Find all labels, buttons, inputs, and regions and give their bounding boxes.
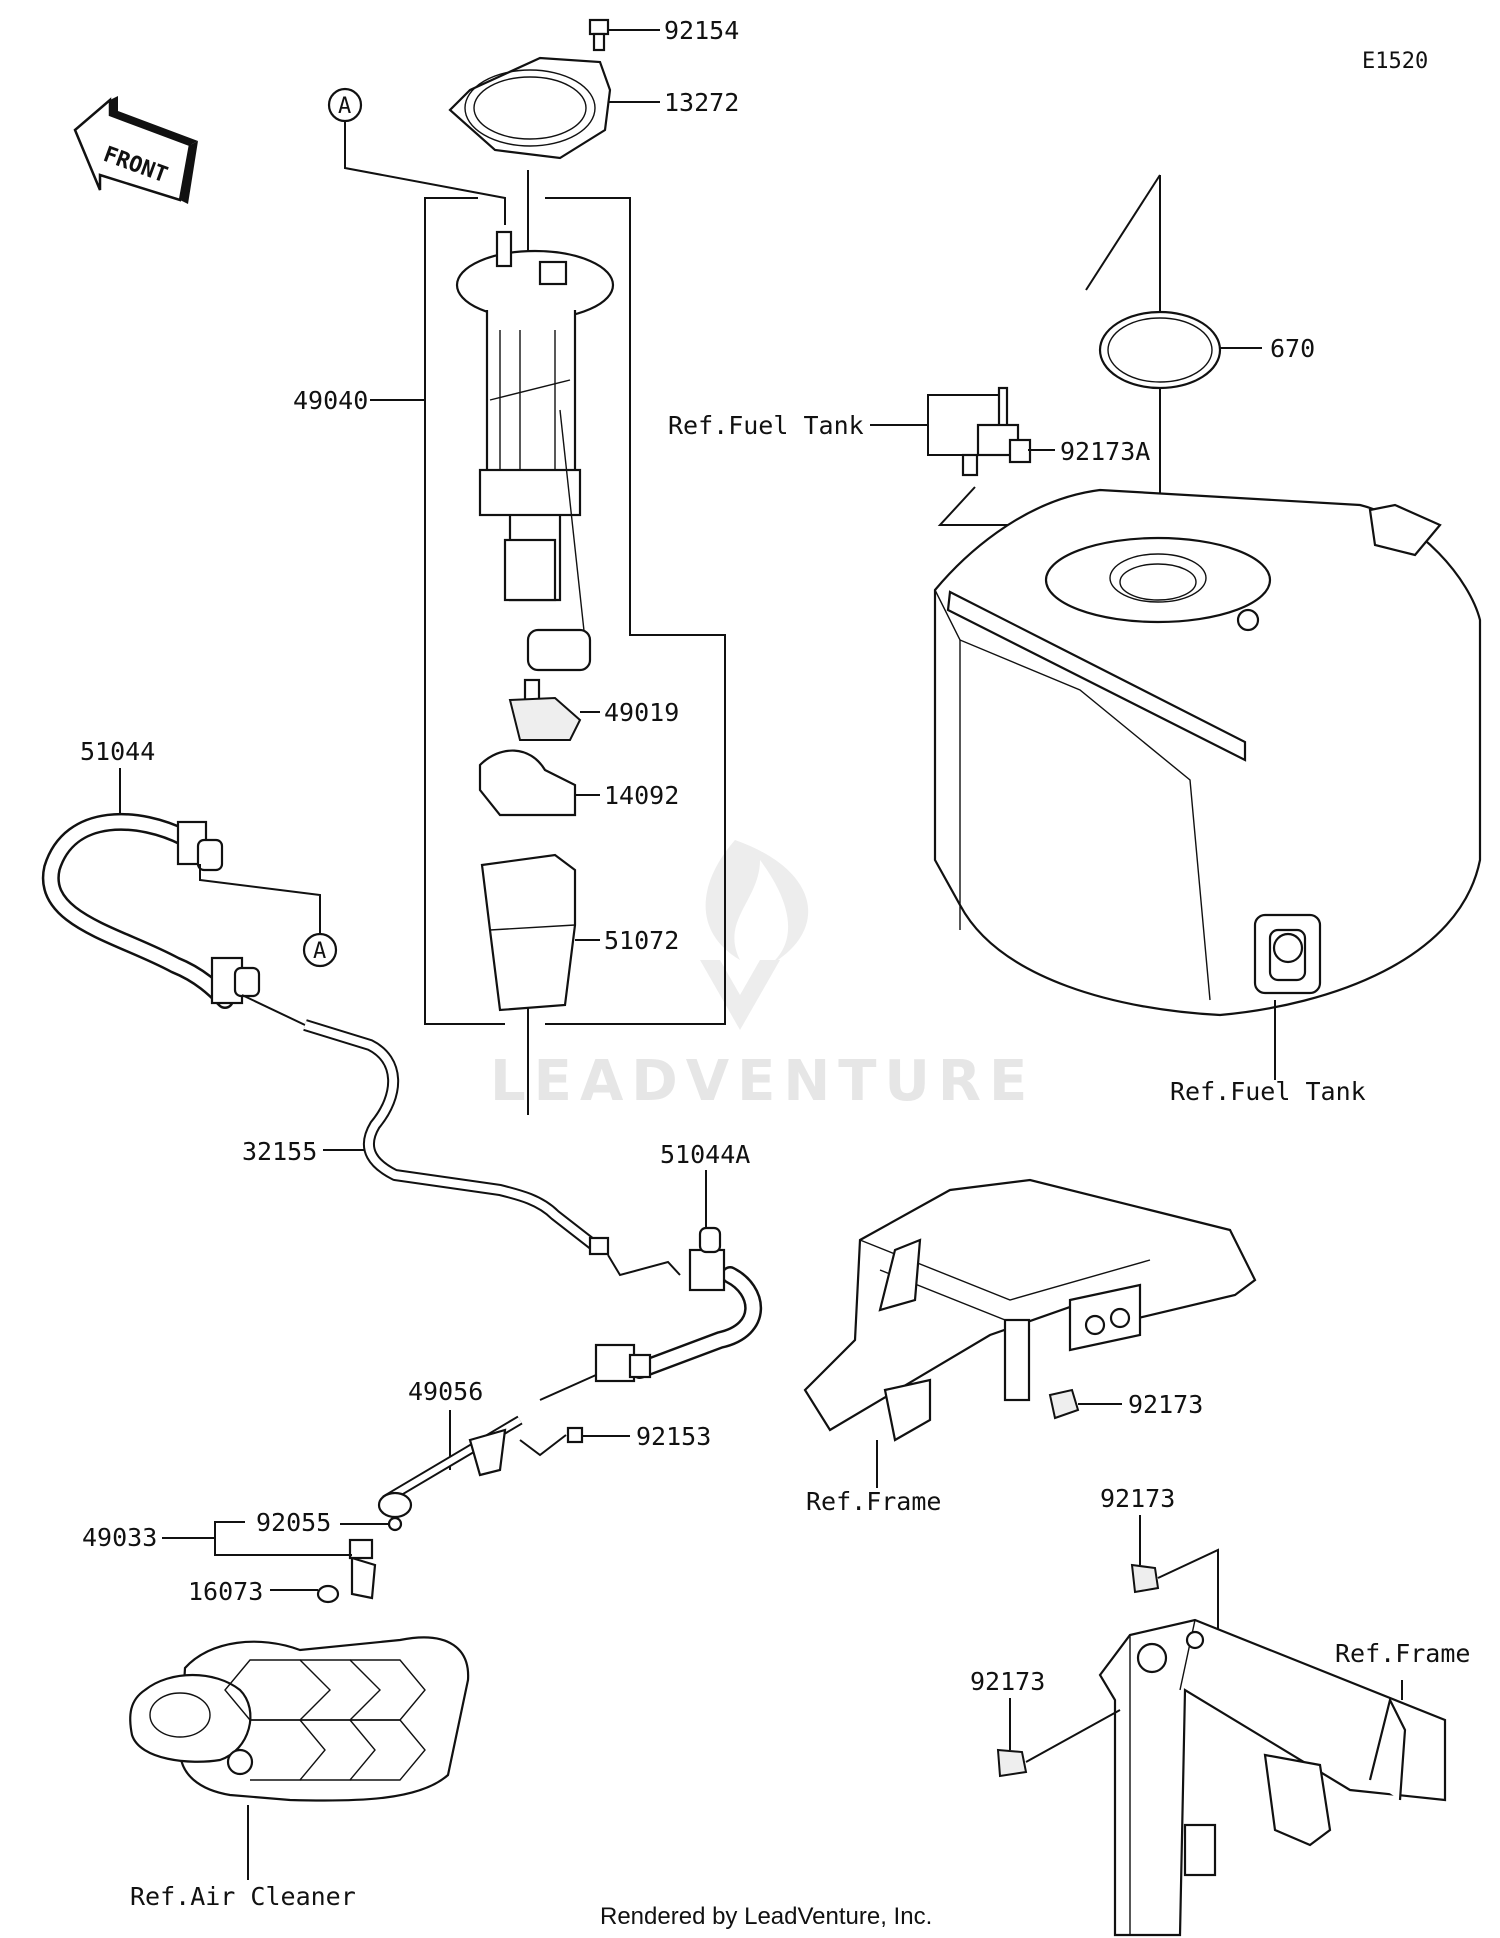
filter-49019 [508, 678, 600, 741]
svg-text:A: A [313, 939, 326, 964]
clip-92173-frame [1048, 1388, 1122, 1420]
front-arrow-icon: FRONT [73, 96, 198, 204]
fuel-tank [933, 488, 1482, 1017]
label-92173-frame: 92173 [1128, 1390, 1203, 1419]
ref-fuel-tank-upper-leader [870, 394, 998, 426]
frame-mid [803, 1178, 1257, 1442]
fuel-hose-51044A [594, 1226, 763, 1383]
ref-frame-mid: Ref.Frame [806, 1487, 941, 1516]
watermark: LEADVENTURE [490, 840, 1035, 1114]
seal-16073 [270, 1584, 340, 1604]
label-51044: 51044 [80, 737, 155, 766]
label-32155: 32155 [242, 1137, 317, 1166]
air-cleaner [129, 1636, 470, 1802]
assembly-bracket [424, 197, 505, 1025]
frame-lower [1098, 1618, 1447, 1937]
watermark-text: LEADVENTURE [490, 1049, 1035, 1114]
callout-a-top: A [327, 87, 506, 225]
o-ring-92055 [340, 1516, 403, 1532]
label-49040: 49040 [293, 386, 368, 415]
delivery-pipe-49056 [377, 1415, 523, 1519]
injector-49033 [255, 1538, 377, 1600]
label-49019: 49019 [604, 698, 679, 727]
svg-text:A: A [338, 94, 351, 119]
label-13272: 13272 [664, 88, 739, 117]
footer-credit: Rendered by LeadVenture, Inc. [600, 1903, 932, 1930]
label-49033: 49033 [82, 1523, 157, 1552]
label-92154: 92154 [664, 16, 739, 45]
fuel-pump-49040 [455, 230, 615, 672]
ref-fuel-tank-upper: Ref.Fuel Tank [668, 411, 864, 440]
gasket-13272 [448, 56, 660, 160]
ref-fuel-tank-lower: Ref.Fuel Tank [1170, 1077, 1366, 1106]
clip-92173-lower-top [1130, 1563, 1160, 1594]
label-49056: 49056 [408, 1377, 483, 1406]
label-16073: 16073 [188, 1577, 263, 1606]
bolt-92154 [588, 18, 660, 52]
diagram-code: E1520 [1362, 49, 1428, 74]
ref-frame-lower: Ref.Frame [1335, 1639, 1470, 1668]
label-51072: 51072 [604, 926, 679, 955]
label-92173A: 92173A [1060, 437, 1150, 466]
bolt-92153 [566, 1426, 630, 1444]
label-92173-lower-left: 92173 [970, 1667, 1045, 1696]
label-670: 670 [1270, 334, 1315, 363]
cover-51072 [480, 853, 600, 1012]
callout-a-hose: A [302, 932, 338, 968]
label-92153: 92153 [636, 1422, 711, 1451]
pipe-32155 [303, 1019, 610, 1256]
o-ring-670 [1098, 310, 1262, 390]
clip-92173A [961, 386, 1055, 477]
clip-92173-lower-left [996, 1709, 1121, 1778]
bracket-14092 [478, 749, 600, 817]
fuel-hose-51044 [41, 812, 261, 1009]
label-51044A: 51044A [660, 1140, 750, 1169]
label-92173-lower-top: 92173 [1100, 1484, 1175, 1513]
label-14092: 14092 [604, 781, 679, 810]
ref-air-cleaner: Ref.Air Cleaner [130, 1882, 356, 1911]
label-92055: 92055 [256, 1508, 331, 1537]
